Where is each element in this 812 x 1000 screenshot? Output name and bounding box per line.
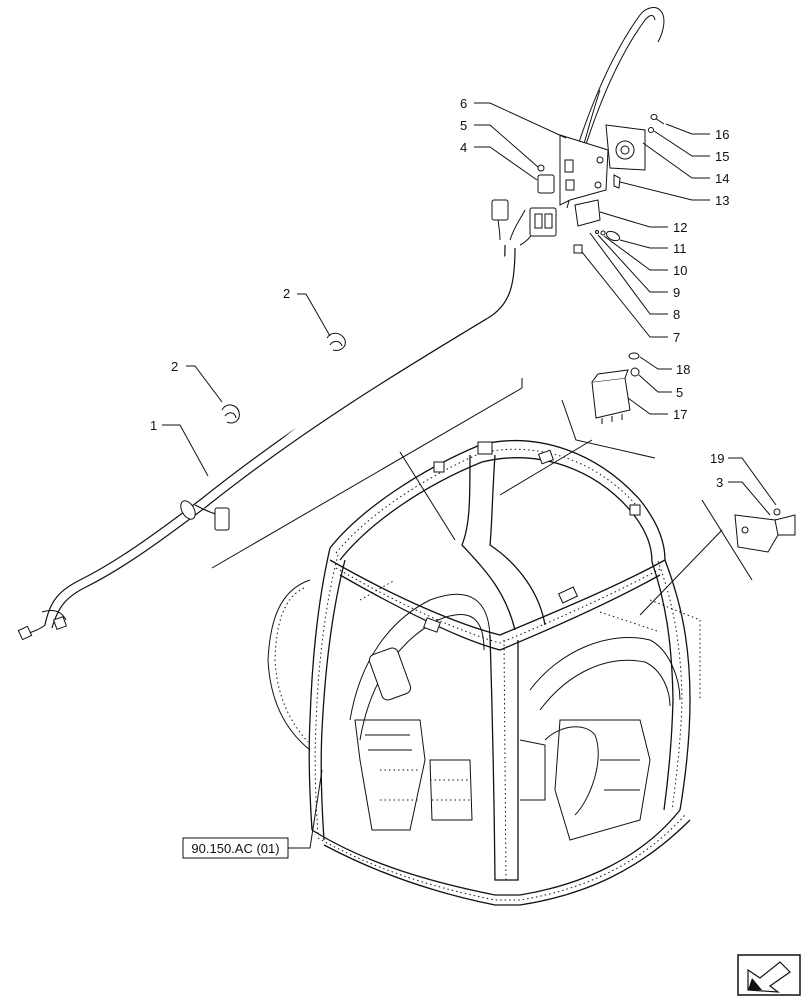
callout-19: 19 — [710, 451, 724, 466]
nut-5-lower — [630, 367, 640, 377]
callout-2-lower: 2 — [171, 359, 178, 374]
wiring-harness — [17, 199, 557, 641]
bracket-assembly — [537, 7, 665, 254]
harness-clip-lower — [221, 404, 240, 424]
callout-4: 4 — [460, 140, 467, 155]
callout-18: 18 — [676, 362, 690, 377]
washer-18 — [628, 352, 640, 360]
harness-clip-upper — [326, 332, 346, 351]
callout-12: 12 — [673, 220, 687, 235]
callout-16: 16 — [715, 127, 729, 142]
callout-9: 9 — [673, 285, 680, 300]
callout-17: 17 — [673, 407, 687, 422]
relay-17 — [591, 369, 631, 424]
bracket-3 — [734, 508, 796, 553]
callout-6: 6 — [460, 96, 467, 111]
callout-7: 7 — [673, 330, 680, 345]
callout-2-upper: 2 — [283, 286, 290, 301]
callout-3: 3 — [716, 475, 723, 490]
callout-5-upper: 5 — [460, 118, 467, 133]
reference-box-label: 90.150.AC (01) — [191, 841, 279, 856]
callout-15: 15 — [715, 149, 729, 164]
cab-frame — [267, 440, 701, 906]
callout-1: 1 — [150, 418, 157, 433]
callout-8: 8 — [673, 307, 680, 322]
callout-13: 13 — [715, 193, 729, 208]
callout-10: 10 — [673, 263, 687, 278]
callout-5-lower: 5 — [676, 385, 683, 400]
reference-box[interactable]: 90.150.AC (01) — [182, 837, 289, 859]
callout-14: 14 — [715, 171, 729, 186]
callout-labels: 1 2 2 3 4 5 5 6 7 8 9 10 11 12 13 14 15 … — [150, 96, 729, 490]
callout-11: 11 — [673, 241, 687, 256]
previous-page-arrow-icon[interactable] — [737, 954, 801, 996]
leader-lines — [162, 102, 777, 849]
